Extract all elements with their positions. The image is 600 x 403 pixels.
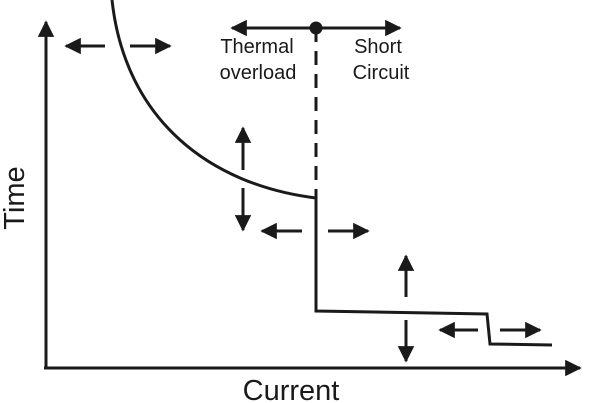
thermal-overload-curve: [110, 0, 317, 200]
thermal-zone-label-line1: Thermal: [220, 36, 293, 58]
short-circuit-zone-label-line2: Circuit: [353, 62, 410, 84]
short-circuit-trip-line: [314, 198, 553, 347]
thermal-zone-label-line2: overload: [220, 62, 297, 84]
short-circuit-zone-label-line1: Short: [354, 36, 402, 58]
x-axis-label: Current: [243, 375, 340, 403]
y-axis-label: Time: [0, 166, 31, 229]
zone-boundary-dot: [309, 21, 323, 35]
